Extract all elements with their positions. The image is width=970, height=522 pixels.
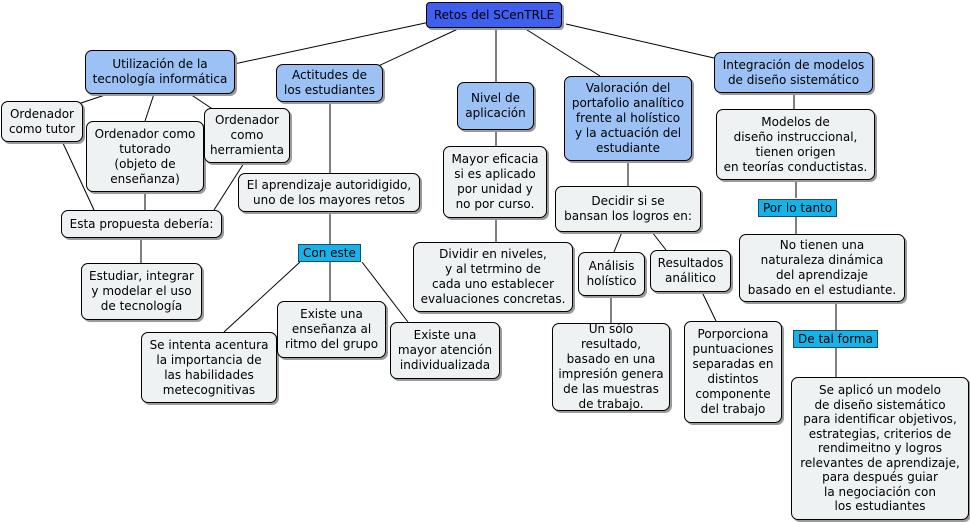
node-estudiar-integrar[interactable]: Estudiar, integrar y modelar el uso de t… [81,263,202,320]
node-naturaleza-dinamica[interactable]: No tienen una naturaleza dinámica del ap… [739,234,905,302]
node-decidir-logros[interactable]: Decidir si se bansan los logros en: [555,186,701,232]
node-ordenador-herramienta[interactable]: Ordenador como herramienta [204,108,290,163]
topic-portafolio[interactable]: Valoración del portafolio analítico fren… [564,76,692,161]
root-node[interactable]: Retos del SCenTRLE [426,2,562,28]
node-ritmo-grupo[interactable]: Existe una enseñanza al ritmo del grupo [277,301,386,358]
link-por-lo-tanto: Por lo tanto [758,199,838,217]
node-analisis-holistico[interactable]: Análisis holístico [578,252,645,296]
link-con-este: Con este [298,244,361,262]
node-mayor-eficacia[interactable]: Mayor eficacia si es aplicado por unidad… [443,146,547,218]
link-de-tal-forma: De tal forma [793,330,878,348]
topic-integracion-modelos[interactable]: Integración de modelos de diseño sistemá… [714,52,873,93]
topic-actitudes[interactable]: Actitudes de los estudiantes [276,64,383,102]
node-esta-propuesta[interactable]: Esta propuesta debería: [61,210,222,238]
node-resultados-analitico[interactable]: Resultados análitico [650,250,731,292]
node-aprendizaje-autodirigido[interactable]: El aprendizaje autoridigido, uno de los … [238,173,420,212]
node-puntuaciones-separadas[interactable]: Porporciona puntuaciones separadas en di… [684,321,782,423]
topic-tecnologia[interactable]: Utilización de la tecnología informática [85,50,235,94]
topic-nivel-aplicacion[interactable]: Nivel de aplicación [457,82,534,130]
node-ordenador-tutorado[interactable]: Ordenador como tutorado (objeto de enseñ… [86,121,204,192]
node-atencion-individualizada[interactable]: Existe una mayor atención individualizad… [390,322,500,379]
node-modelo-sistematico[interactable]: Se aplicó un modelo de diseño sistemátic… [791,377,969,520]
node-dividir-niveles[interactable]: Dividir en niveles, y al tetrmino de cad… [413,242,573,312]
node-modelos-diseno[interactable]: Modelos de diseño instruccional, tienen … [716,109,875,180]
node-ordenador-tutor[interactable]: Ordenador como tutor [1,101,83,142]
node-un-solo-resultado[interactable]: Un sólo resultado, basado en una impresi… [552,322,670,411]
node-habilidades-metacognitivas[interactable]: Se intenta acentura la importancia de la… [141,332,277,403]
